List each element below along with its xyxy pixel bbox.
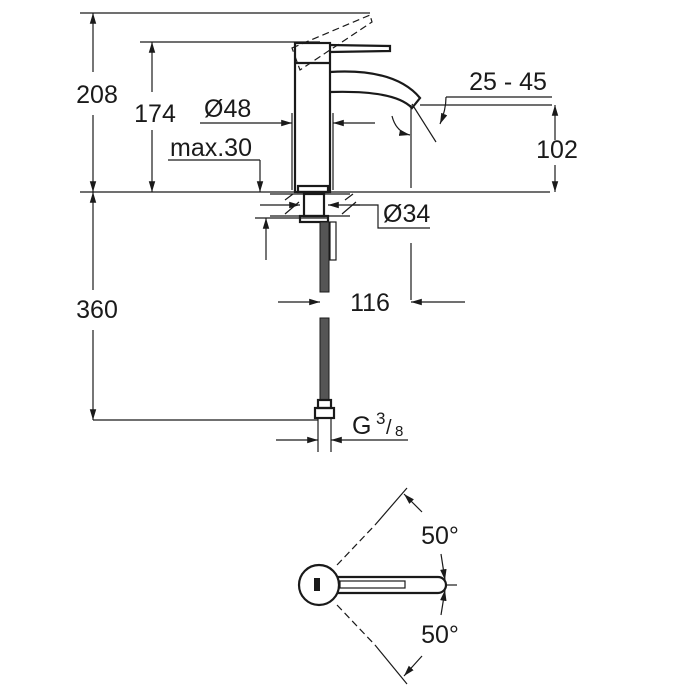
dimension-208: 208 [76,12,118,192]
dimension-connection: G 3 / 8 [276,409,408,444]
dim-body-diameter: Ø48 [204,95,251,123]
faucet-side-view [291,14,422,194]
dim-connection-g: G [352,412,371,440]
deck-mounting: Ø34 [260,192,430,261]
dimension-diameter-48: Ø48 [200,95,375,190]
dimension-spout-reach: 116 [278,289,465,317]
dim-body-height: 174 [134,100,176,128]
fraction-slash: / [386,417,392,439]
dim-max-deck: max.30 [170,134,252,162]
dim-connection-num: 3 [376,409,385,428]
dim-total-height: 208 [76,81,118,109]
dim-connection-den: 8 [395,423,403,440]
dim-hole-diameter: Ø34 [383,200,430,228]
dim-lever-angle-top: 50° [421,522,459,550]
dim-spout-angle: 25 - 45 [469,68,547,96]
dim-lever-angle-bottom: 50° [421,621,459,649]
dim-spout-height: 102 [536,136,578,164]
dimension-spout-height: 102 25 - 45 [391,68,578,300]
dimension-174: 174 [134,41,176,192]
dimension-max-30: max.30 [168,134,328,260]
dim-spout-reach: 116 [350,289,390,317]
faucet-top-view: 50° 50° [297,487,459,685]
dimension-360: 360 [76,192,118,420]
supply-hose [313,221,336,452]
dim-hose-length: 360 [76,296,118,324]
